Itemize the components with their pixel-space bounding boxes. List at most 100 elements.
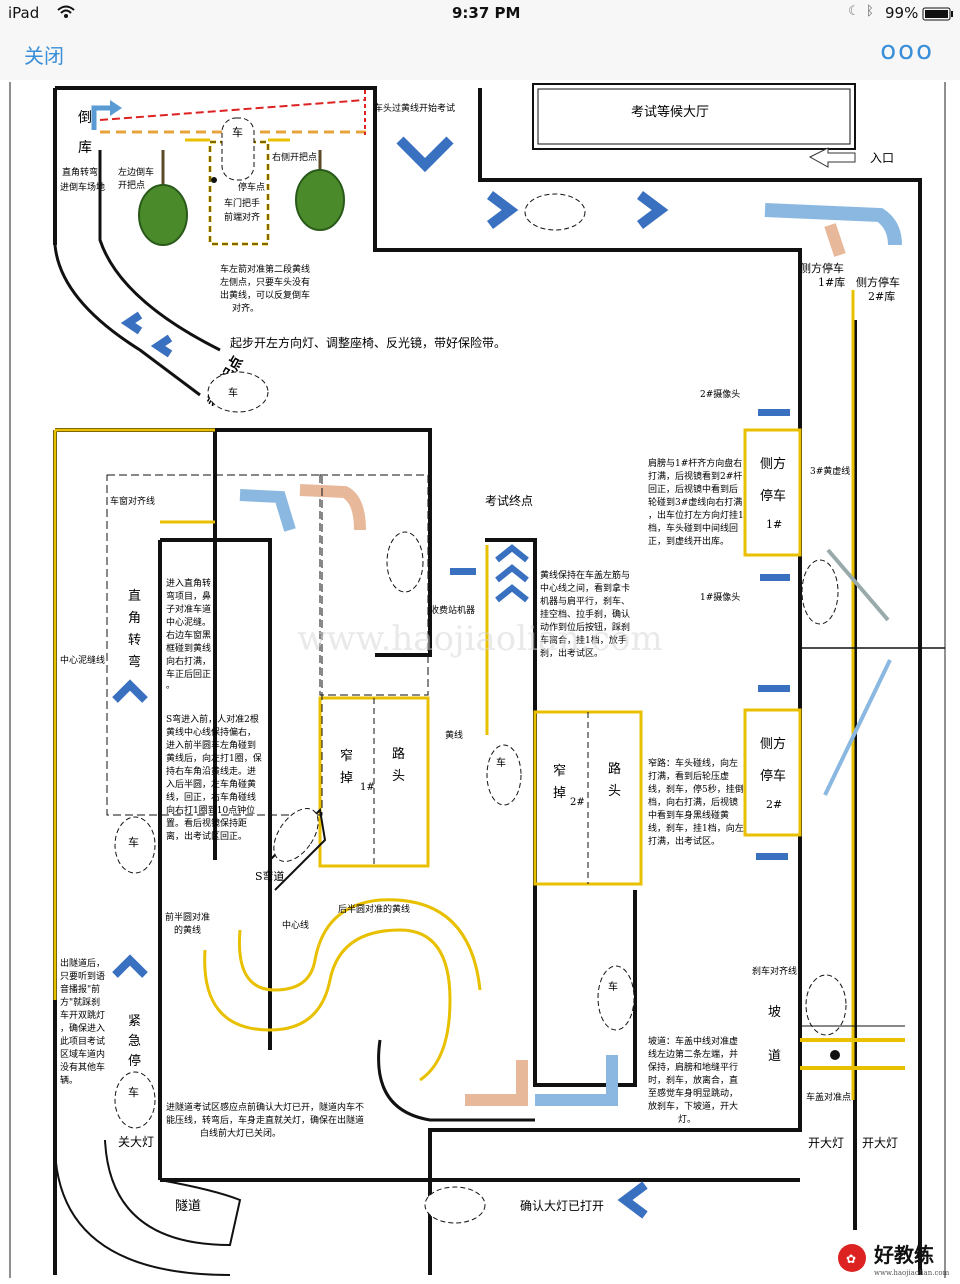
diag-arrow-2 <box>823 659 892 796</box>
enter-reverse-label: 进倒车场地 <box>60 181 105 193</box>
car-side <box>801 559 839 625</box>
svg-text:保持，肩膀和地缝平行: 保持，肩膀和地缝平行 <box>648 1061 738 1073</box>
more-options-icon[interactable]: ooo <box>880 36 934 66</box>
diag-arrow-1 <box>826 548 890 622</box>
svg-text:方"就踩刹: 方"就踩刹 <box>60 996 100 1008</box>
svg-text:向右打满，: 向右打满， <box>166 655 211 667</box>
svg-text:侧方: 侧方 <box>760 736 786 752</box>
tunnel-note: 出隧道后， 只要听到语 音播报"前 方"就踩刹 车开双跳灯 ，确保进入 此项目考… <box>60 957 105 1086</box>
svg-text:档，车头碰到中间线回: 档，车头碰到中间线回 <box>648 522 738 534</box>
svg-text:出隧道后，: 出隧道后， <box>60 957 105 969</box>
side-park-box-1 <box>743 428 802 557</box>
svg-text:✿: ✿ <box>846 1252 856 1266</box>
camera-2-icon <box>758 409 790 416</box>
svg-text:持右车角沿黄线走。进: 持右车角沿黄线走。进 <box>166 765 256 777</box>
svg-text:车离合，挂1档，放手: 车离合，挂1档，放手 <box>540 634 627 646</box>
svg-text:辆。: 辆。 <box>60 1074 78 1086</box>
svg-text:机器与肩平行，刹车、: 机器与肩平行，刹车、 <box>540 595 630 607</box>
svg-text:白线前大灯已关闭。: 白线前大灯已关闭。 <box>200 1127 281 1139</box>
svg-text:窄路：车头碰线，向左: 窄路：车头碰线，向左 <box>648 757 738 769</box>
svg-text:1#库: 1#库 <box>818 276 845 289</box>
svg-text:车开双跳灯: 车开双跳灯 <box>60 1009 105 1021</box>
svg-text:置。看后视镜保持距: 置。看后视镜保持距 <box>166 817 247 829</box>
center-label: 中心线 <box>282 919 309 931</box>
svg-text:此项目考试: 此项目考试 <box>60 1035 105 1047</box>
svg-text:线，刹车，停5秒，挂倒: 线，刹车，停5秒，挂倒 <box>648 783 744 795</box>
svg-text:中看到车身黑线碰黄: 中看到车身黑线碰黄 <box>648 809 729 821</box>
svg-text:进入前半圆车左角碰到: 进入前半圆车左角碰到 <box>166 739 256 751</box>
exam-route-map: 考试等候大厅 入口 倒 库 直角转弯 进倒车场地 车 左边倒车 开把点 右侧开把… <box>0 80 960 1280</box>
svg-text:2#: 2# <box>766 798 782 811</box>
svg-text:车: 车 <box>128 835 139 849</box>
svg-text:黄线后，向左打1圈，保: 黄线后，向左打1圈，保 <box>166 752 262 764</box>
camera-2-label: 2#摄像头 <box>700 388 740 400</box>
svg-text:出黄线，可以反复倒车: 出黄线，可以反复倒车 <box>220 289 310 301</box>
close-button[interactable]: 关闭 <box>24 44 64 68</box>
svg-text:线，刹车，挂1档，向左: 线，刹车，挂1档，向左 <box>648 822 744 834</box>
svg-text:肩膀与1#杆齐方向盘右: 肩膀与1#杆齐方向盘右 <box>648 457 742 469</box>
reverse-label: 倒 <box>78 110 92 126</box>
reverse-arrow-icon <box>91 105 112 130</box>
chevron-up-icon <box>112 954 148 978</box>
svg-text:停车: 停车 <box>760 488 786 504</box>
s-curve-note: S弯进入前，人对准2根 黄线中心线保持偏右， 进入前半圆车左角碰到 黄线后，向左… <box>166 713 262 842</box>
chevron-up-icon <box>112 679 148 703</box>
chevron-left-icon <box>617 1181 648 1219</box>
svg-text:www.haojiaolian.com: www.haojiaolian.com <box>874 1269 950 1277</box>
line-start-label: 车头过黄线开始考试 <box>374 102 455 114</box>
svg-text:转: 转 <box>128 633 141 648</box>
svg-text:档，向右打满，后视镜: 档，向右打满，后视镜 <box>648 796 738 808</box>
toll-note: 黄线保持在车盖左筋与 中心线之间，看到拿卡 机器与肩平行，刹车、 挂空档、拉手刹… <box>540 569 630 659</box>
watermark: www.haojiaolian.com <box>297 619 662 659</box>
svg-text:紧: 紧 <box>128 1014 141 1029</box>
reverse-note: 车左箭对准第二段黄线 左侧点，只要车头没有 出黄线，可以反复倒车 对齐。 <box>220 263 310 314</box>
svg-text:坡: 坡 <box>768 1005 781 1020</box>
svg-text:车门把手: 车门把手 <box>224 197 260 209</box>
center-line-label: 中心泥缝线 <box>60 654 105 666</box>
svg-text:车正后回正: 车正后回正 <box>166 668 211 680</box>
svg-text:，确保进入: ，确保进入 <box>60 1022 105 1034</box>
hall-label: 考试等候大厅 <box>631 104 709 120</box>
svg-text:灯。: 灯。 <box>678 1114 696 1125</box>
svg-text:右边车窗黑: 右边车窗黑 <box>166 629 211 641</box>
svg-text:回正，后视镜中看到后: 回正，后视镜中看到后 <box>648 483 738 495</box>
svg-text:只要听到语: 只要听到语 <box>60 970 105 982</box>
lights-off-label: 关大灯 <box>118 1135 154 1149</box>
svg-text:对齐。: 对齐。 <box>232 302 259 314</box>
car-garage <box>221 117 255 181</box>
svg-text:线，回正，右车角碰线: 线，回正，右车角碰线 <box>166 791 256 803</box>
svg-text:至感觉车身明显跳动，: 至感觉车身明显跳动， <box>648 1087 738 1099</box>
svg-text:好教练: 好教练 <box>873 1243 934 1267</box>
start-instruction: 起步开左方向灯、调整座椅、反光镜，带好保险带。 <box>230 335 506 350</box>
stop-point-label: 停车点 <box>238 181 265 193</box>
svg-text:车: 车 <box>232 125 243 139</box>
camera-1-icon <box>760 574 790 581</box>
chevron-left-icon <box>120 311 143 335</box>
svg-text:黄线中心线保持偏右，: 黄线中心线保持偏右， <box>166 726 256 738</box>
brake-line-label: 刹车对齐线 <box>752 965 797 977</box>
svg-text:前端对齐: 前端对齐 <box>224 211 260 223</box>
svg-text:头: 头 <box>608 784 621 799</box>
entrance-label: 入口 <box>870 151 894 165</box>
svg-text:框碰到黄线: 框碰到黄线 <box>166 642 211 654</box>
nav-bar: 关闭 ooo <box>0 28 960 81</box>
entrance-arrow-icon <box>808 147 856 168</box>
svg-text:打满，出考试区。: 打满，出考试区。 <box>648 835 720 847</box>
svg-text:急: 急 <box>128 1034 141 1049</box>
svg-text:入后半圆，左车角碰黄: 入后半圆，左车角碰黄 <box>166 778 256 790</box>
start-line-red <box>99 99 366 121</box>
svg-text:掉: 掉 <box>340 771 353 786</box>
svg-text:能压线，转弯后，车身走直就关灯，确保在出隧道: 能压线，转弯后，车身走直就关灯，确保在出隧道 <box>166 1114 364 1126</box>
svg-text:中心泥缝。: 中心泥缝。 <box>166 616 211 628</box>
svg-text:路: 路 <box>392 746 405 762</box>
svg-text:子对准车道: 子对准车道 <box>166 603 211 615</box>
svg-text:直: 直 <box>128 589 141 604</box>
svg-text:向右打1圈到10点钟位: 向右打1圈到10点钟位 <box>166 804 255 816</box>
side-park1-label: 侧方停车 <box>800 261 844 275</box>
toll-machine-icon <box>450 568 476 575</box>
svg-text:车: 车 <box>608 980 618 993</box>
svg-text:角: 角 <box>128 611 141 626</box>
svg-text:打满，看到后轮压虚: 打满，看到后轮压虚 <box>648 770 729 782</box>
toll-label: 收费站机器 <box>430 604 475 616</box>
svg-text:弯: 弯 <box>128 654 141 670</box>
